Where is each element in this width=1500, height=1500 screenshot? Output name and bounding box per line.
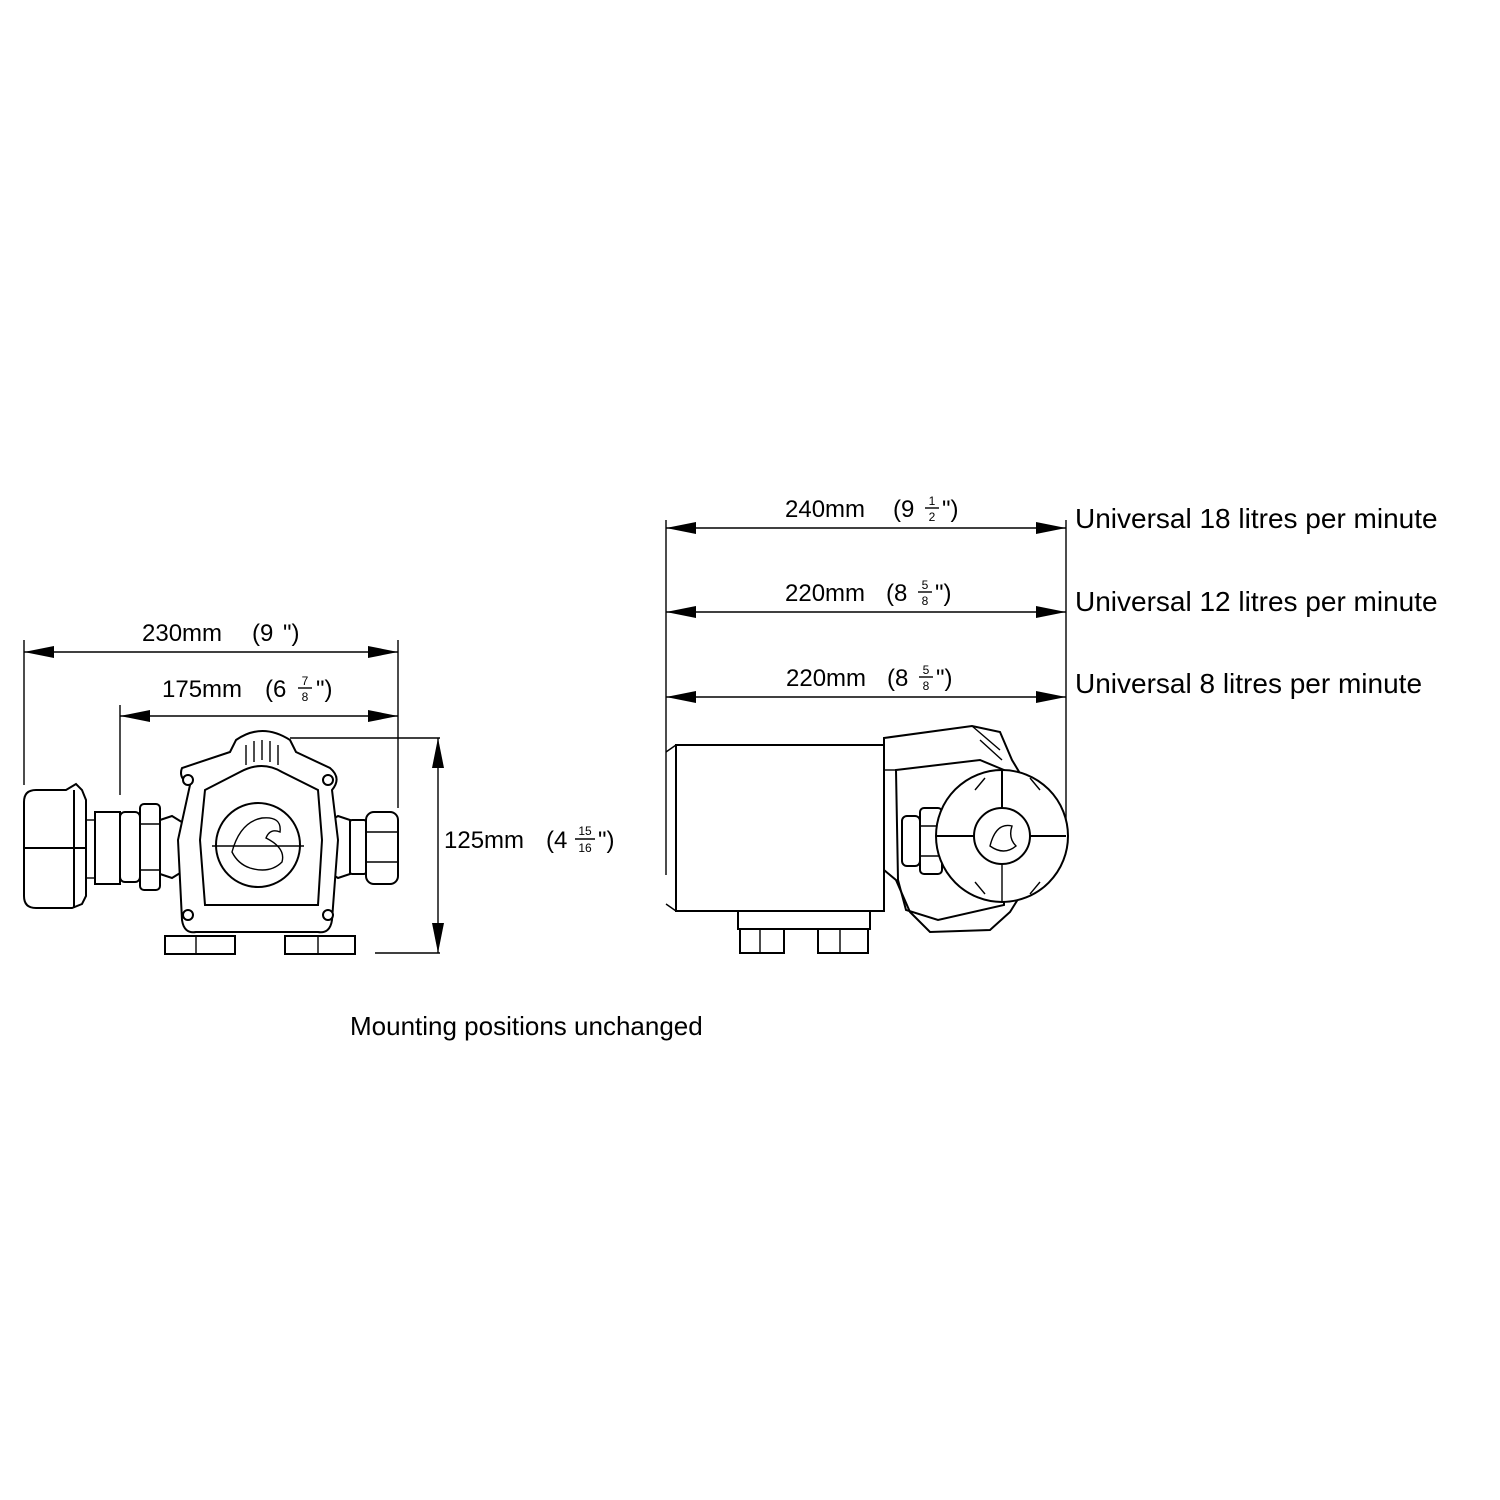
dim-175-value: 175mm: [162, 676, 242, 703]
dim-220a-close: "): [935, 580, 952, 607]
dim-175-num: 7: [302, 674, 309, 688]
dim-230-close: "): [283, 620, 300, 647]
dim-line-220-b: [666, 691, 1066, 703]
dim-125-den: 16: [578, 841, 592, 855]
dim-125-inch: (4: [546, 827, 567, 854]
dim-125-value: 125mm: [444, 827, 524, 854]
dim-220b-close: "): [936, 665, 953, 692]
dim-175-inch: (6: [265, 676, 286, 703]
motor-body: [665, 744, 885, 954]
dim-220b-num: 5: [923, 663, 930, 677]
dim-240-inch: (9: [893, 496, 914, 523]
pump-head-front: [164, 730, 356, 955]
strainer-cap: [23, 782, 121, 909]
side-view: 240mm (9 1 2 ") 220mm (8 5 8 ") 220mm (8…: [665, 494, 1438, 954]
model-label-8: Universal 8 litres per minute: [1075, 668, 1422, 699]
arrow-right-175: [368, 710, 398, 722]
dim-220b-value: 220mm: [786, 665, 866, 692]
dim-220a-inch: (8: [886, 580, 907, 607]
dim-line-220-a: [666, 606, 1066, 618]
model-label-18: Universal 18 litres per minute: [1075, 503, 1438, 534]
caption: Mounting positions unchanged: [350, 1011, 703, 1041]
arrow-left-230: [24, 646, 54, 658]
dim-220b-inch: (8: [887, 665, 908, 692]
pump-head-side: [883, 724, 1069, 934]
arrow-right-230: [368, 646, 398, 658]
model-label-12: Universal 12 litres per minute: [1075, 586, 1438, 617]
dim-175-den: 8: [302, 690, 309, 704]
dim-240-value: 240mm: [785, 496, 865, 523]
dim-125-num: 15: [578, 824, 592, 838]
dim-125-close: "): [598, 827, 615, 854]
dim-220a-num: 5: [922, 578, 929, 592]
arrow-bottom-125: [432, 923, 444, 953]
arrow-left-175: [120, 710, 150, 722]
front-view: 230mm (9 ") 175mm (6 7 8 ") 125mm (4 15 …: [23, 620, 615, 955]
dim-230-value: 230mm: [142, 620, 222, 647]
dim-175-close: "): [316, 676, 333, 703]
dim-line-240: [666, 522, 1066, 534]
dim-220a-den: 8: [922, 594, 929, 608]
dim-240-close: "): [942, 496, 959, 523]
arrow-top-125: [432, 738, 444, 768]
dim-230-inch: (9: [252, 620, 273, 647]
dim-220a-value: 220mm: [785, 580, 865, 607]
dim-220b-den: 8: [923, 679, 930, 693]
dim-240-den: 2: [929, 510, 936, 524]
dim-240-num: 1: [929, 494, 936, 508]
